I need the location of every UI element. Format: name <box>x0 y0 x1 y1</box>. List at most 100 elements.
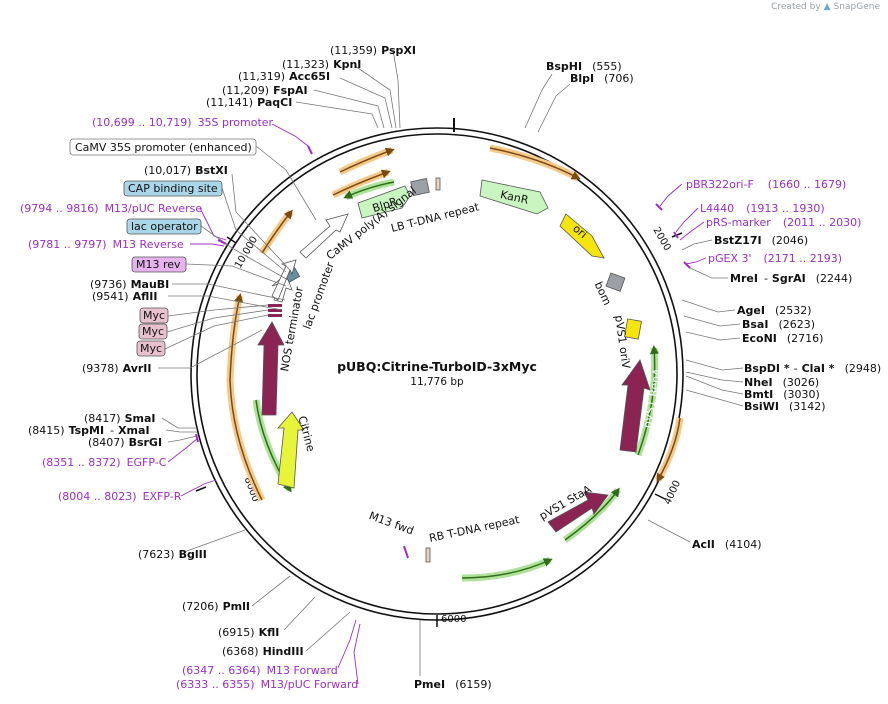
turboid-feature <box>257 321 285 416</box>
leader-myc2 <box>166 309 269 333</box>
enzyme-hindiii: (6368)HindIII <box>222 645 304 658</box>
leader-paqci <box>295 101 379 129</box>
leader-fspai <box>313 89 385 129</box>
primer-mark-pbr322 <box>655 203 663 211</box>
primer-m13-fwd: (6347 .. 6364)M13 Forward <box>182 664 338 677</box>
camv35s-box <box>69 138 257 156</box>
leader-acc65i <box>339 77 393 129</box>
leader-bstz17i <box>681 239 713 251</box>
leader-agei <box>681 299 736 313</box>
leader-bsai <box>683 315 741 327</box>
myc-box-3-label: Myc <box>140 342 162 355</box>
arc-green-right-core <box>637 345 659 456</box>
leader-bstxi <box>231 173 291 271</box>
arc-orange-right-core <box>656 417 681 483</box>
leader-acli <box>647 519 691 543</box>
arc-orange-top-1-core <box>339 147 395 173</box>
plasmid-length: 11,776 bp <box>410 376 464 388</box>
primer-m13puc-fwd: (6333 .. 6355)M13/pUC Forward <box>176 678 358 691</box>
camv35s-box-label: CaMV 35S promoter (enhanced) <box>75 141 252 154</box>
enzyme-bspdi-clai: BspDI *-ClaI *(2948) <box>744 362 881 375</box>
primer-m13-rev: (9781 .. 9797)M13 Reverse <box>28 238 184 251</box>
enzyme-blpi: BlpI(706) <box>570 72 634 85</box>
leader-myc3 <box>164 314 269 350</box>
enzyme-bstxi: (10,017)BstXI <box>144 164 228 177</box>
leader-m13rev <box>185 263 287 287</box>
tick-4000: 4000 <box>662 479 683 507</box>
enzyme-paqci: (11,141)PaqCI <box>206 96 292 109</box>
enzyme-bmti: BmtI(3030) <box>744 388 820 401</box>
cap-box-label: CAP binding site <box>128 182 218 195</box>
myc-box-3 <box>136 340 166 357</box>
enzyme-pmli: (7206)PmlI <box>182 600 250 613</box>
enzyme-pmei: PmeI(6159) <box>414 678 492 691</box>
leader-myc1 <box>167 304 269 317</box>
enzyme-avrii: (9378)AvrII <box>82 362 151 375</box>
tick-6000: 6000 <box>441 614 466 625</box>
arc-orange-right <box>654 417 684 482</box>
ori-feature <box>559 213 605 259</box>
leader-bglii <box>183 529 246 553</box>
m13rev-box-label: M13 rev <box>136 258 181 271</box>
enzyme-agei: AgeI(2532) <box>737 304 812 317</box>
primer-prs: pRS-marker(2011 .. 2030) <box>706 216 861 229</box>
brand-prefix: Created by <box>771 2 821 12</box>
brand-name: SnapGene <box>833 2 880 12</box>
leader-hindiii <box>305 611 351 652</box>
citrine-label: Citrine <box>295 415 317 454</box>
leader-pmli <box>251 575 291 607</box>
pleader-egfpc <box>167 437 199 463</box>
myc-tag-2 <box>268 309 282 312</box>
enzyme-bsai: BsaI(2623) <box>742 318 815 331</box>
pleader-m13-rev <box>190 243 225 247</box>
pleader-m13puc-rev <box>199 207 227 241</box>
pleader-pbr322 <box>659 183 683 207</box>
primer-mark-35s <box>307 145 313 155</box>
leader-bsphi <box>524 73 553 129</box>
backbone-inner-ring <box>196 133 678 615</box>
camv-35s-promoter-feature <box>299 213 349 259</box>
tick-4000-mark <box>654 493 666 500</box>
blpr-feature <box>357 185 411 219</box>
leader-bsrgi <box>167 435 198 443</box>
enzyme-acc65i: (11,319)Acc65I <box>238 70 330 83</box>
enzyme-econi: EcoNI(2716) <box>742 332 823 345</box>
leader-camv35s <box>255 145 317 221</box>
primer-mark-m13rev <box>217 239 227 245</box>
cap-box <box>123 180 223 197</box>
pleader-35s <box>271 123 309 147</box>
leader-blpi <box>537 83 571 133</box>
leader-bmti <box>685 375 744 395</box>
tick-8000-mark <box>195 486 207 492</box>
pvs1-staa-feature <box>547 491 609 533</box>
turboid-label: TurboID <box>282 338 295 381</box>
leader-nhei <box>685 371 744 383</box>
leader-smai <box>161 417 197 429</box>
leader-pspxi <box>392 49 401 129</box>
enzyme-bsiwi: BsiWI(3142) <box>744 400 826 413</box>
enzyme-pspxi: (11,359)PspXI <box>330 44 416 57</box>
primer-m13puc-rev: (9794 .. 9816)M13/pUC Reverse <box>20 202 202 215</box>
myc-box-1 <box>139 307 169 324</box>
leader-mrei <box>689 267 728 279</box>
enzyme-kfli: (6915)KflI <box>218 626 279 639</box>
snapgene-brand: Created by ▲ SnapGene <box>771 2 880 12</box>
leader-cap <box>221 187 287 273</box>
arc-orange-top-2-core <box>332 169 391 196</box>
pvs1-oriv-feature <box>624 318 642 340</box>
leader-aflii <box>168 295 283 311</box>
leader-lacop <box>200 225 289 281</box>
kanr-label: KanR <box>499 188 530 207</box>
enzyme-bsrgi: (8407)BsrGI <box>88 436 162 449</box>
enzyme-bsphi: BspHI(555) <box>546 60 622 73</box>
plasmid-name: pUBQ:Citrine-TurboID-3xMyc <box>337 359 537 374</box>
tick-10000-mark <box>226 236 237 244</box>
m13-fwd-mark <box>403 545 409 559</box>
enzyme-mrei-sgrai: MreI-SgrAI(2244) <box>730 272 852 285</box>
arc-orange-kanr-core <box>489 147 581 180</box>
tick-2000: 2000 <box>650 225 672 253</box>
myc-tag-3 <box>268 314 282 317</box>
pleader-m13puc-fwd <box>353 623 361 685</box>
pleader-prs <box>679 221 705 241</box>
